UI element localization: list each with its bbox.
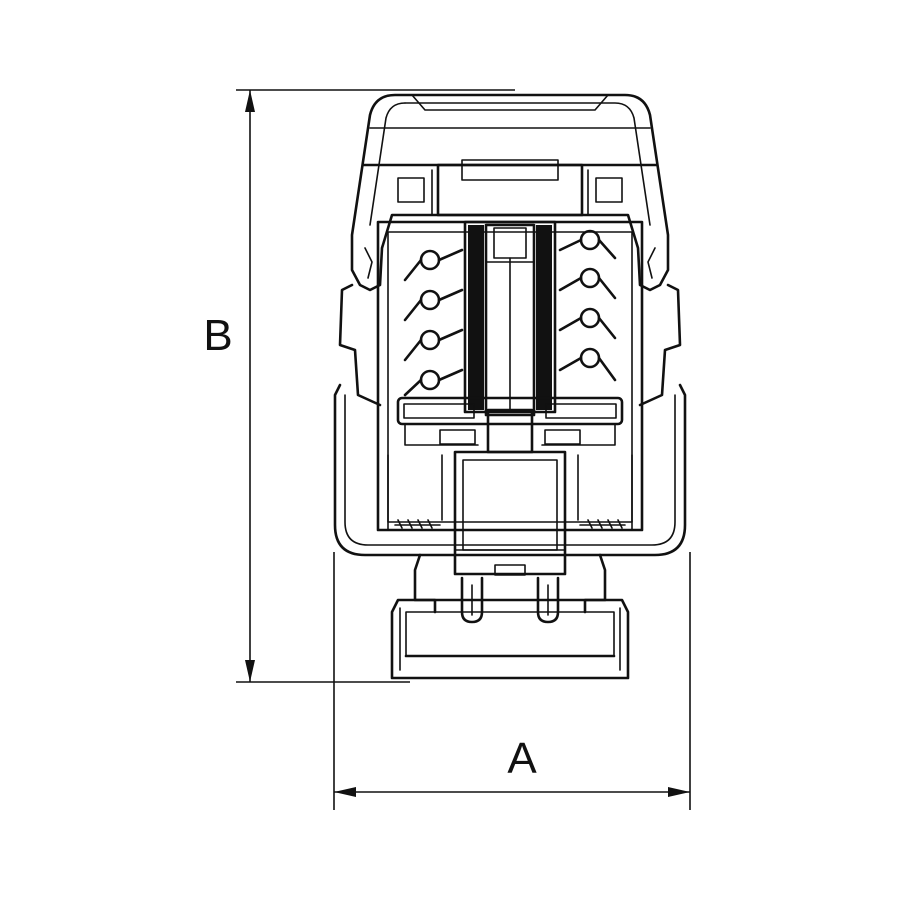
cap-inner-right [404,102,651,226]
chamber-floor-hatch [397,519,623,529]
body-inner-outline [344,394,676,546]
right-wing [638,283,682,407]
dimension-b: B [203,89,515,683]
dimension-label-b: B [203,311,232,360]
arrowhead-b-bottom [245,660,255,682]
cap-top-ridge [411,94,609,111]
main-body [333,220,687,557]
stem-left-thread [468,225,484,410]
right-spring-coil-3 [579,307,601,329]
neck-right [583,553,607,614]
base-assembly [390,553,630,680]
left-spring-coil-4 [419,369,441,391]
left-wing [338,283,382,407]
arrowhead-a-left [334,787,356,797]
latch-left-window [397,177,425,203]
base-inner [405,611,615,657]
left-spring [403,248,464,397]
plate-left-key [439,429,476,445]
stem-core [484,223,536,417]
arrowhead-b-top [245,90,255,112]
left-spring-back [403,258,423,397]
right-spring-coil-2 [579,267,601,289]
latch-top-tab [461,159,559,181]
cap-inner-left [369,102,406,226]
neck-left [413,553,437,614]
dimension-a: A [333,552,691,810]
central-stem [463,220,557,417]
base-left-pin [460,576,484,624]
arrowhead-a-right [668,787,690,797]
base-right-pin [536,576,560,624]
left-spring-coil-3 [419,329,441,351]
left-spring-coil-2 [419,289,441,311]
left-spring-links [437,248,464,382]
right-spring-coil-4 [579,347,601,369]
actuator-body [394,450,626,576]
plate-right-key [544,429,581,445]
plate-right-slot [545,403,617,419]
right-spring-coil-1 [579,229,601,251]
stem-outer [463,220,557,414]
right-spring-links [558,238,583,372]
latch-right-window [595,177,623,203]
left-spring-coil-1 [419,249,441,271]
plate-left-slot [403,403,475,419]
top-latch [397,159,623,217]
stem-right-thread [536,225,552,410]
cap-outer-outline [350,93,670,292]
body-outer-outline [333,383,687,557]
side-wings [338,247,682,407]
cap-housing [350,93,670,292]
inner-chamber-wall [387,231,633,523]
dimension-label-a: A [507,734,537,783]
base-outer [390,598,630,680]
plate-outer [396,396,624,426]
left-wing-notch [364,247,373,279]
latch-block [436,163,584,217]
right-spring-back [597,238,617,382]
right-spring [558,229,617,382]
actuator-block [453,450,567,576]
plate-lower-lip [404,423,616,446]
right-wing-notch [647,247,656,279]
actuator-window [462,459,558,551]
actuator-notch [494,564,526,576]
